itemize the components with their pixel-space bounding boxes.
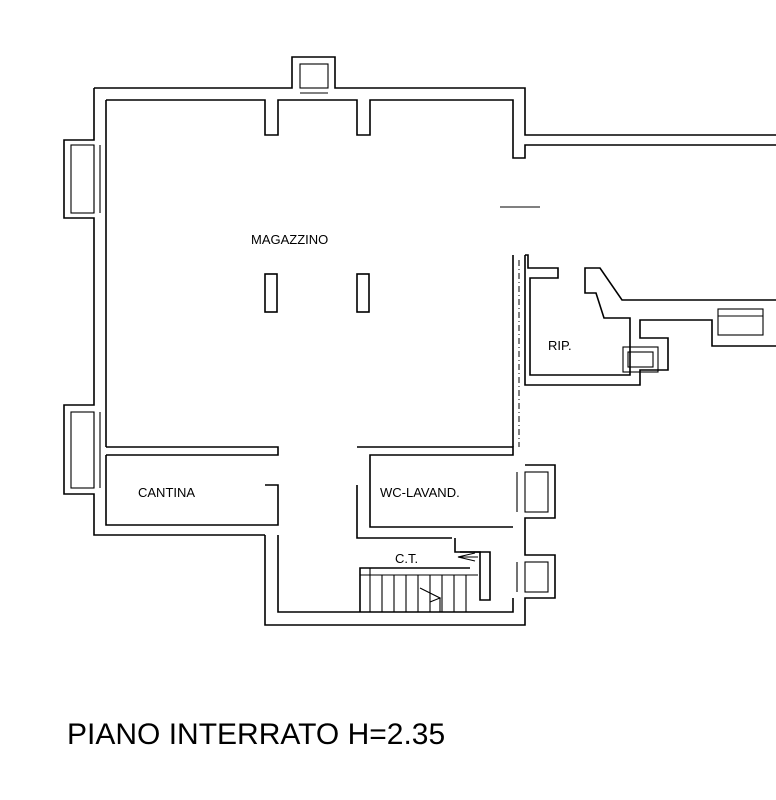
room-label-wc: WC-LAVAND. [380,485,460,500]
pillars [264,273,370,313]
room-labels: MAGAZZINO RIP. CANTINA WC-LAVAND. C.T. [138,232,572,566]
room-label-ripostiglio: RIP. [548,338,572,353]
partition-walls [106,254,776,539]
window-niches [70,63,764,593]
stairs [359,538,491,612]
outer-walls [63,56,776,626]
plan-title: PIANO INTERRATO H=2.35 [67,718,445,751]
room-label-cantina: CANTINA [138,485,195,500]
room-label-magazzino: MAGAZZINO [251,232,328,247]
room-label-ct: C.T. [395,551,418,566]
